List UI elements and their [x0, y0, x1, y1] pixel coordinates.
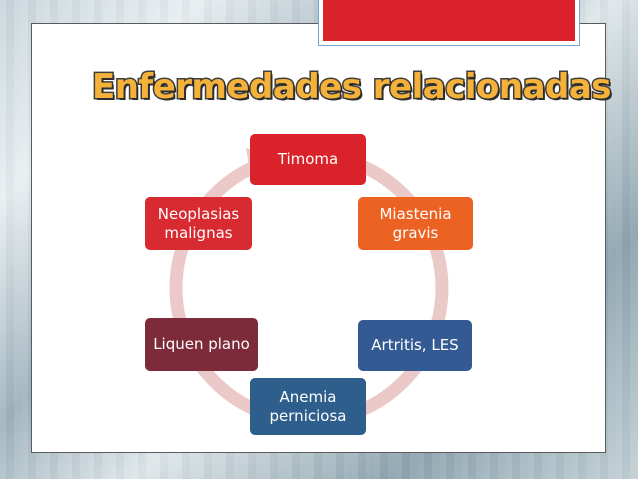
cycle-node-label: Liquen plano: [153, 335, 250, 353]
cycle-node-artritis-les: Artritis, LES: [358, 320, 472, 371]
cycle-node-miastenia-gravis: Miastenia gravis: [358, 197, 473, 250]
header-accent-block: [318, 0, 580, 46]
cycle-node-label: Miastenia gravis: [379, 204, 452, 242]
page-title: Enfermedades relacionadas: [90, 66, 613, 109]
cycle-node-label: Anemia perniciosa: [269, 387, 347, 425]
cycle-node-anemia-perniciosa: Anemia perniciosa: [250, 378, 366, 435]
cycle-node-label: Neoplasias malignas: [157, 204, 240, 242]
cycle-node-neoplasias-malignas: Neoplasias malignas: [145, 197, 252, 250]
cycle-node-liquen-plano: Liquen plano: [145, 318, 258, 371]
cycle-node-timoma: Timoma: [250, 134, 366, 185]
cycle-node-label: Timoma: [277, 150, 339, 168]
header-red-bar: [323, 0, 575, 41]
cycle-node-label: Artritis, LES: [371, 336, 459, 354]
